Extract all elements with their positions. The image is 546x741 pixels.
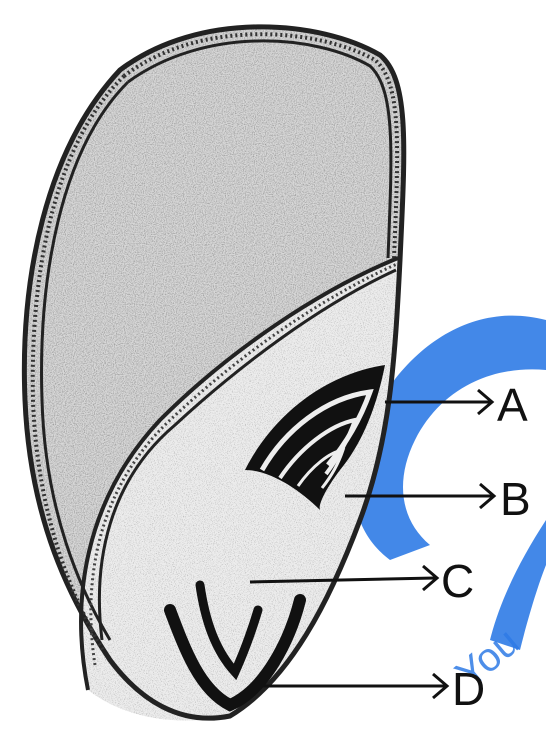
label-c: C bbox=[441, 558, 474, 604]
label-d: D bbox=[452, 666, 485, 712]
label-b: B bbox=[500, 476, 531, 522]
label-a: A bbox=[497, 382, 528, 428]
